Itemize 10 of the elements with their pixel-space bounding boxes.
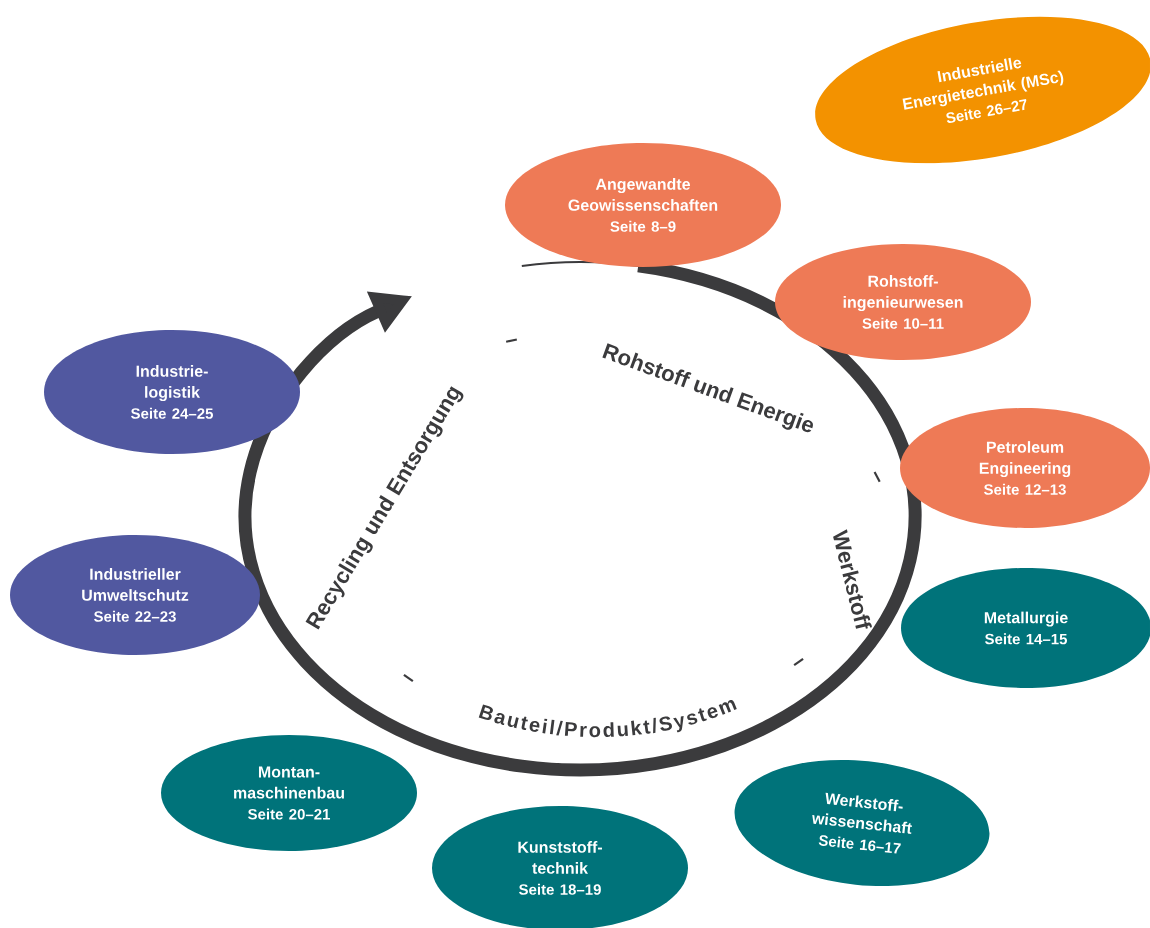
ring-text: – [793, 658, 804, 667]
ring-text: – [505, 338, 518, 343]
ellipse-node: Montan- maschinenbau Seite 20–21 [161, 735, 417, 851]
ring-text: Bauteil/Produkt/System [478, 700, 737, 738]
ellipse-node: Petroleum Engineering Seite 12–13 [900, 408, 1150, 528]
ellipse-node: Rohstoff- ingenieurwesen Seite 10–11 [775, 244, 1031, 360]
ellipse-node: Industrieller Umweltschutz Seite 22–23 [10, 535, 260, 655]
ring-text: – [403, 674, 414, 683]
ellipse-node: Industrie- logistik Seite 24–25 [44, 330, 300, 454]
ellipse-node: Angewandte Geowissenschaften Seite 8–9 [505, 143, 781, 267]
